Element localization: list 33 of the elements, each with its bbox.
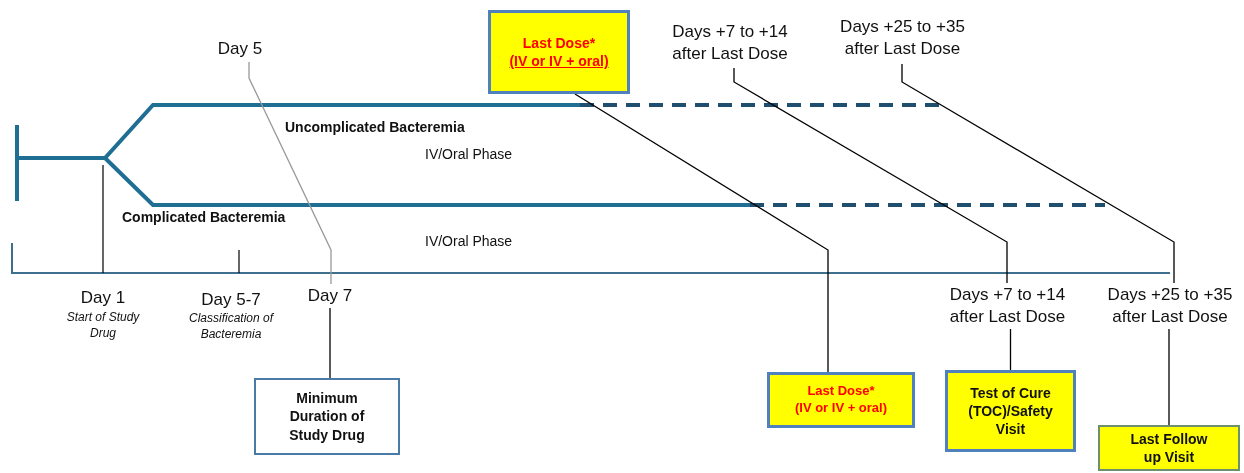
phase-label: IV/Oral Phase: [425, 145, 514, 164]
visit-box: [945, 370, 1076, 452]
phase-label: IV/Oral Phase: [425, 232, 514, 251]
visit-box: [1098, 425, 1240, 471]
date-text: Days +7 to +14 after Last Dose: [671, 20, 789, 65]
date-text: Days +25 to +35 after Last Dose: [839, 15, 966, 60]
leader-line: [329, 307, 331, 379]
last-dose-box: [488, 10, 630, 94]
date-text: Days +7 to +14 after Last Dose: [948, 283, 1067, 328]
leader-line: [1009, 328, 1012, 371]
date-text: Day 5-7: [200, 289, 262, 311]
date-text: Day 1: [79, 287, 127, 309]
date-text: Day 5: [217, 37, 263, 60]
box-text: (IV or IV + oral): [509, 52, 609, 71]
track-label: Uncomplicated Bacteremia: [285, 118, 466, 137]
box-text: (IV or IV + oral): [794, 400, 888, 417]
date-text: Day 7: [307, 284, 353, 307]
leader-line: [1168, 328, 1170, 426]
box-text: Last Dose*: [522, 33, 596, 52]
leader-line: [248, 61, 332, 285]
box-text: Test of Cure (TOC)/Safety Visit: [967, 383, 1054, 439]
leader-line: [574, 93, 829, 373]
track-label: Complicated Bacteremia: [122, 208, 287, 227]
last-dose-box: [767, 372, 915, 428]
leader-line: [733, 67, 1008, 284]
event-note: Start of Study Drug: [65, 310, 141, 342]
box-text: Minimum Duration of Study Drug: [288, 389, 366, 444]
event-note: Classification of Bacteremia: [187, 311, 275, 343]
box-text: Last Follow up Visit: [1129, 429, 1209, 467]
leader-line: [901, 63, 1175, 284]
box-text: Last Dose*: [807, 383, 875, 400]
duration-box: [254, 378, 400, 455]
date-text: Days +25 to +35 after Last Dose: [1106, 283, 1234, 328]
